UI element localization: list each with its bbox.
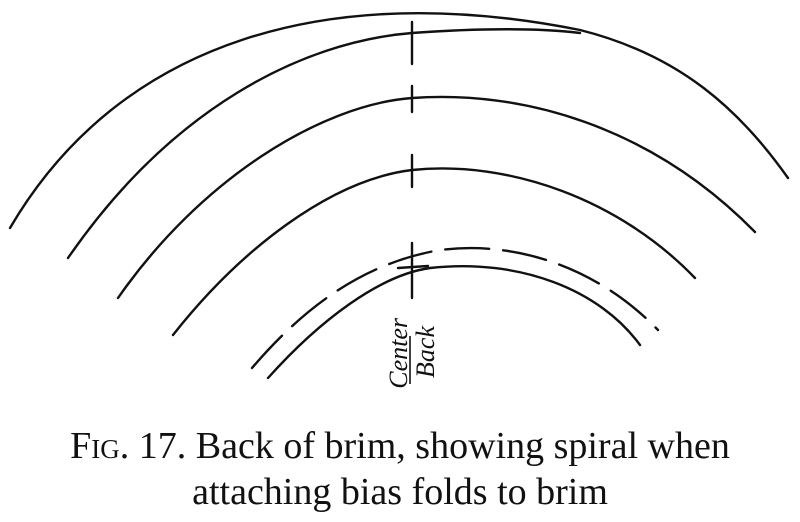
figure-caption-line-1: Fig. 17. Back of brim, showing spiral wh…: [0, 424, 800, 468]
caption-text-2: attaching bias folds to brim: [192, 471, 608, 513]
back-label: Back: [411, 326, 440, 378]
spiral-arc-1: [8, 11, 790, 230]
figure-caption-line-2: attaching bias folds to brim: [0, 470, 800, 514]
brim-spiral-diagram: Center Back: [8, 11, 790, 389]
spiral-arc-4: [171, 167, 697, 337]
spiral-arc-2: [66, 28, 582, 260]
center-back-label: Center Back: [384, 317, 440, 389]
bias-fold-dashed-arc: [250, 246, 660, 370]
caption-text-1: Back of brim, showing spiral when: [195, 425, 730, 467]
center-cross-mark: [396, 264, 430, 270]
spiral-arc-5: [266, 264, 642, 380]
center-label: Center: [384, 317, 413, 389]
figure-label: Fig. 17.: [70, 425, 187, 467]
